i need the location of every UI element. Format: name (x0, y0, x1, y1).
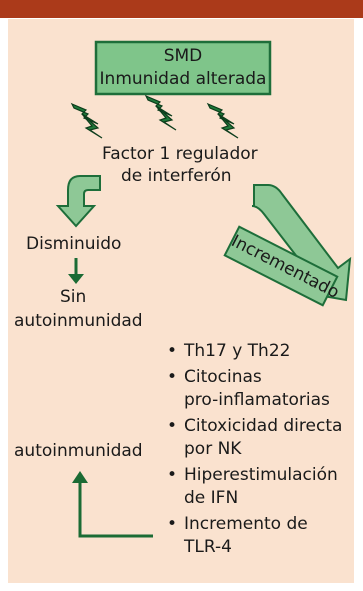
lightning-bolt-icon (144, 94, 177, 131)
effects-list: • Th17 y Th22 • Citocinas pro-inflamator… (160, 340, 360, 559)
autoimmunity-label: autoinmunidad (14, 441, 143, 461)
no-autoimmunity-line-1: Sin (60, 287, 87, 307)
bullet-icon: • (167, 341, 178, 361)
box-subtitle: Inmunidad alterada (99, 69, 267, 89)
smd-box (94, 40, 272, 96)
bullet-icon: • (167, 416, 178, 436)
list-item-text: por NK (184, 439, 242, 459)
no-autoimmunity-line-2: autoinmunidad (14, 311, 143, 331)
decreased-label: Disminuido (26, 234, 122, 254)
feedback-arrow-line (78, 481, 153, 538)
factor-line-2: de interferón (121, 166, 232, 186)
bullet-icon: • (167, 465, 178, 485)
list-item: • Citoxicidad directa por NK (160, 415, 360, 461)
factor-line-1: Factor 1 regulador (102, 144, 258, 164)
list-item-text: pro-inflamatorias (184, 390, 330, 410)
list-item-text: TLR-4 (184, 537, 232, 557)
lightning-bolt-icon (70, 102, 103, 139)
header-bar (0, 0, 363, 18)
down-arrow-head (68, 274, 84, 284)
list-item-text: de IFN (184, 488, 239, 508)
list-item-text: Incremento de (184, 514, 308, 534)
list-item-text: Citoxicidad directa (184, 416, 343, 436)
left-block-arrow (55, 175, 101, 228)
list-item: • Th17 y Th22 (160, 340, 360, 363)
feedback-arrow-head (72, 471, 88, 483)
bullet-icon: • (167, 514, 178, 534)
list-item: • Hiperestimulación de IFN (160, 464, 360, 510)
list-item-text: Hiperestimulación (184, 465, 338, 485)
increased-label-box (223, 225, 339, 307)
lightning-bolt-icon (206, 102, 239, 139)
box-title: SMD (163, 46, 203, 66)
list-item-text: Th17 y Th22 (184, 341, 291, 361)
diagram-panel (8, 19, 354, 583)
bullet-icon: • (167, 367, 178, 387)
list-item: • Citocinas pro-inflamatorias (160, 366, 360, 412)
list-item-text: Citocinas (184, 367, 262, 387)
list-item: • Incremento de TLR-4 (160, 513, 360, 559)
